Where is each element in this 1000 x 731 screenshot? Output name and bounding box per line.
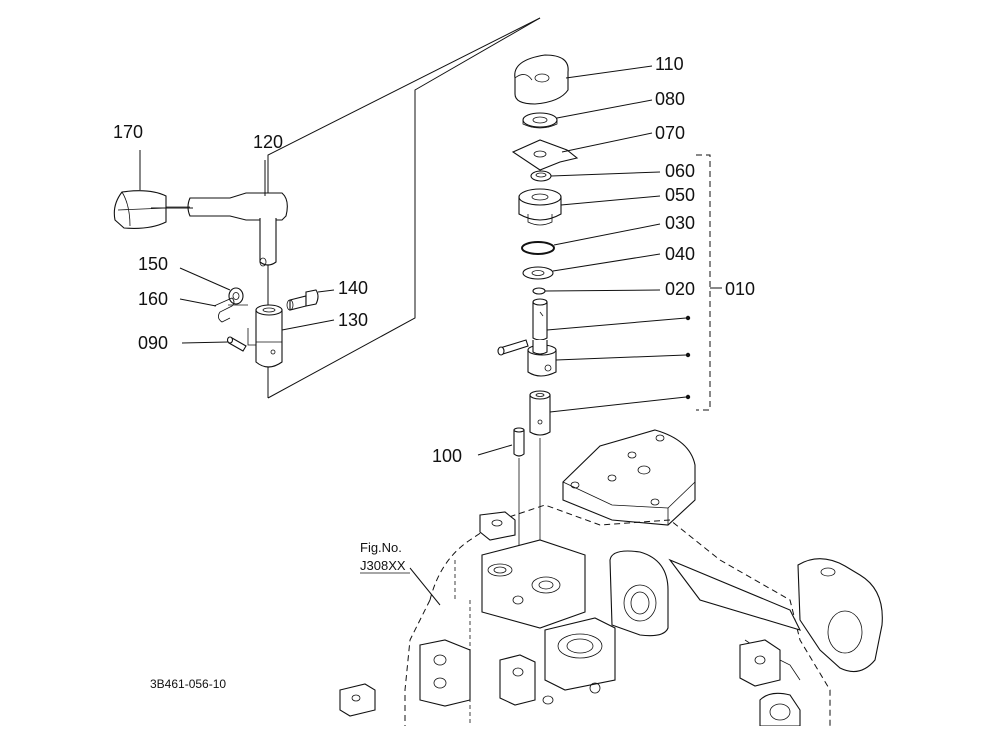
callout-020: 020 <box>665 279 695 299</box>
callout-040: 040 <box>665 244 695 264</box>
callout-060: 060 <box>665 161 695 181</box>
sleeve-010d <box>529 390 551 436</box>
callout-160: 160 <box>138 289 168 309</box>
perspective-frame <box>267 17 541 399</box>
callout-070: 070 <box>655 123 685 143</box>
figure-ref-label: Fig.No. <box>360 540 402 555</box>
callout-150: 150 <box>138 254 168 274</box>
valve-housing <box>339 429 883 727</box>
collar-130 <box>247 304 283 368</box>
callout-050: 050 <box>665 185 695 205</box>
spring-pin-010b <box>497 339 529 356</box>
callout-080: 080 <box>655 89 685 109</box>
washer-080 <box>522 112 558 129</box>
bush-050 <box>518 188 562 226</box>
shaft-010a <box>532 298 548 341</box>
dowel-pin-100 <box>513 427 525 560</box>
washer-040 <box>522 266 554 280</box>
callout-030: 030 <box>665 213 695 233</box>
group-bracket-010 <box>685 154 722 411</box>
o-ring-020 <box>532 287 546 295</box>
callout-130: 130 <box>338 310 368 330</box>
drawing-number: 3B461-056-10 <box>150 677 226 691</box>
callout-090: 090 <box>138 333 168 353</box>
callout-120: 120 <box>253 132 283 152</box>
lock-plate-070 <box>511 139 579 171</box>
callout-100: 100 <box>432 446 462 466</box>
washer-150 <box>228 287 244 305</box>
lever-120 <box>166 192 288 305</box>
o-ring-030 <box>521 241 555 255</box>
knob-170 <box>113 190 167 229</box>
lever-block-010c <box>527 340 557 377</box>
bolt-140 <box>286 289 319 311</box>
callout-140: 140 <box>338 278 368 298</box>
callout-010: 010 <box>725 279 755 299</box>
callout-170: 170 <box>113 122 143 142</box>
pin-090 <box>226 336 247 352</box>
cam-plate-110 <box>514 54 569 105</box>
callout-110: 110 <box>655 54 684 74</box>
figure-ref-number: J308XX <box>360 558 406 573</box>
seal-060 <box>530 170 552 182</box>
leader-lines <box>139 65 687 606</box>
snap-pin-160 <box>213 297 248 323</box>
